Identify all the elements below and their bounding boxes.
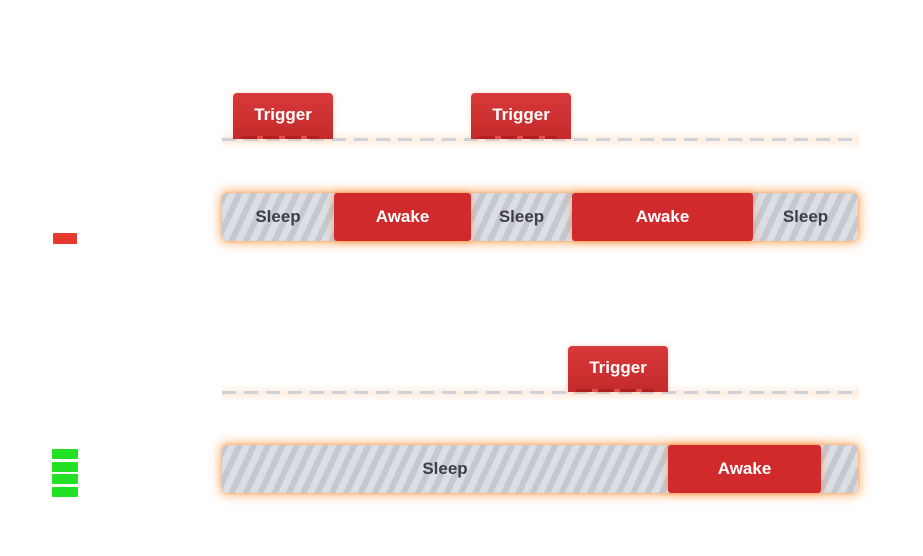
timeline-segment-sleep: Sleep <box>222 445 668 493</box>
battery-cell <box>52 486 78 497</box>
trigger-label: Trigger <box>589 358 647 377</box>
trigger-ticks <box>241 136 319 139</box>
battery-cell <box>52 449 78 459</box>
battery-full-icon <box>52 449 78 499</box>
top-dashed-line <box>222 138 859 141</box>
trigger-ticks <box>576 389 654 392</box>
battery-cell <box>52 474 78 484</box>
timeline-segment-sleep: Sleep <box>471 193 572 241</box>
timeline-segment-awake: Awake <box>572 193 753 241</box>
timeline-segment-awake: Awake <box>668 445 821 493</box>
bottom-trigger-1: Trigger <box>568 346 668 392</box>
timeline-segment-sleep: Sleep <box>753 193 858 241</box>
battery-low-icon <box>53 233 77 244</box>
segment-label: Awake <box>635 207 690 226</box>
timeline-segment-awake: Awake <box>334 193 471 241</box>
bottom-dashed-line <box>222 391 859 394</box>
top-trigger-lane: Trigger Trigger <box>222 92 859 152</box>
top-trigger-2: Trigger <box>471 93 571 139</box>
bottom-trigger-lane: Trigger <box>222 345 859 405</box>
trigger-label: Trigger <box>492 105 550 124</box>
battery-cell <box>52 461 78 472</box>
segment-label: Sleep <box>498 207 545 226</box>
trigger-label: Trigger <box>254 105 312 124</box>
segment-label: Sleep <box>422 459 468 478</box>
top-trigger-1: Trigger <box>233 93 333 139</box>
top-timeline: Sleep Awake Sleep Awake Sleep <box>222 193 858 241</box>
timeline-segment-sleep: Sleep <box>222 193 334 241</box>
bottom-timeline: Sleep Awake <box>222 445 858 493</box>
segment-label: Awake <box>375 207 430 226</box>
trigger-ticks <box>479 136 557 139</box>
segment-label: Sleep <box>782 207 829 226</box>
segment-label: Sleep <box>255 207 301 226</box>
segment-label: Awake <box>717 459 772 478</box>
timeline-segment-sleep <box>821 445 858 493</box>
